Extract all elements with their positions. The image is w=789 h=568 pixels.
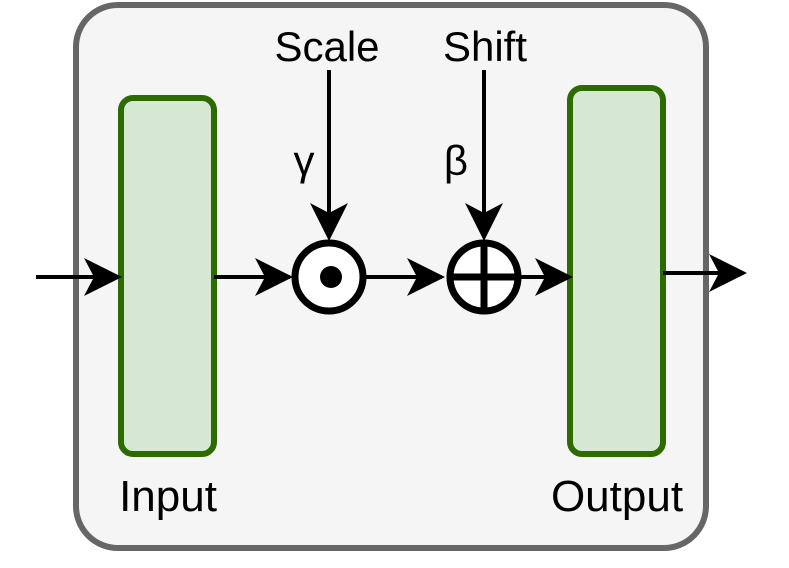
arrowhead-out — [709, 254, 747, 292]
beta-label: β — [444, 137, 468, 184]
arrowhead-scale — [310, 203, 348, 241]
arrowhead-into-input — [84, 258, 122, 296]
shift-label: Shift — [443, 23, 527, 70]
multiply-operator — [291, 239, 367, 315]
output-block — [567, 85, 666, 457]
scale-label: Scale — [274, 23, 379, 70]
gamma-label: γ — [294, 137, 315, 184]
add-operator — [446, 239, 522, 315]
arrowhead-shift — [465, 203, 503, 241]
output-label: Output — [551, 472, 683, 521]
arrowhead-into-add — [407, 258, 445, 296]
input-block — [118, 95, 217, 457]
arrowhead-into-multiply — [255, 258, 293, 296]
arrowhead-into-output — [535, 258, 573, 296]
multiply-dot — [320, 266, 342, 288]
input-label: Input — [119, 472, 217, 521]
